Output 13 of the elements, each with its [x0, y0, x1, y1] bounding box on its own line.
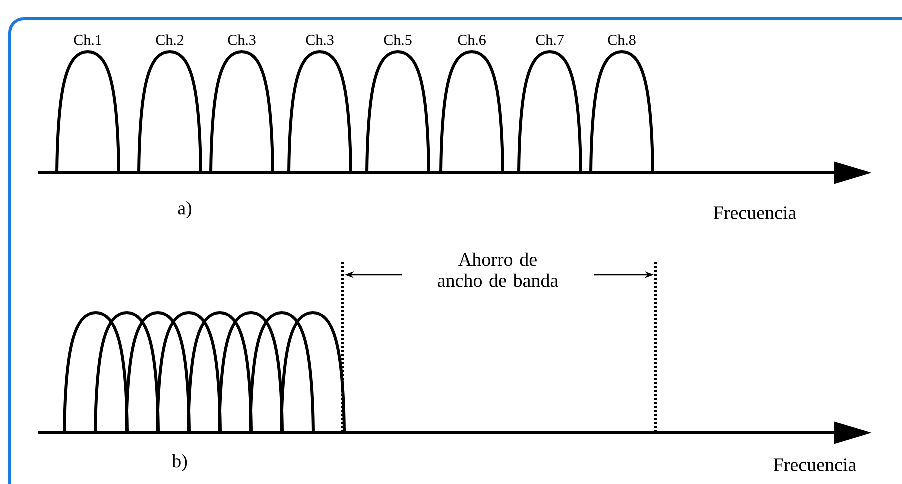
channel-label: Ch.7 — [536, 34, 564, 46]
axis-label: Frecuencia — [774, 458, 856, 472]
channel-label: Ch.8 — [608, 34, 636, 46]
channel-label: Ch.1 — [74, 34, 102, 46]
channel-label: Ch.6 — [458, 34, 486, 46]
channel-label: Ch.5 — [384, 34, 412, 46]
panel-label: b) — [172, 454, 188, 472]
annotation-text: Ahorro de ancho de banda — [402, 252, 594, 288]
axis-label: Frecuencia — [714, 206, 796, 220]
channel-label: Ch.2 — [156, 34, 184, 46]
channel-label: Ch.3 — [306, 34, 334, 46]
channel-label: Ch.3 — [228, 34, 256, 46]
panel-label: a) — [178, 201, 192, 219]
